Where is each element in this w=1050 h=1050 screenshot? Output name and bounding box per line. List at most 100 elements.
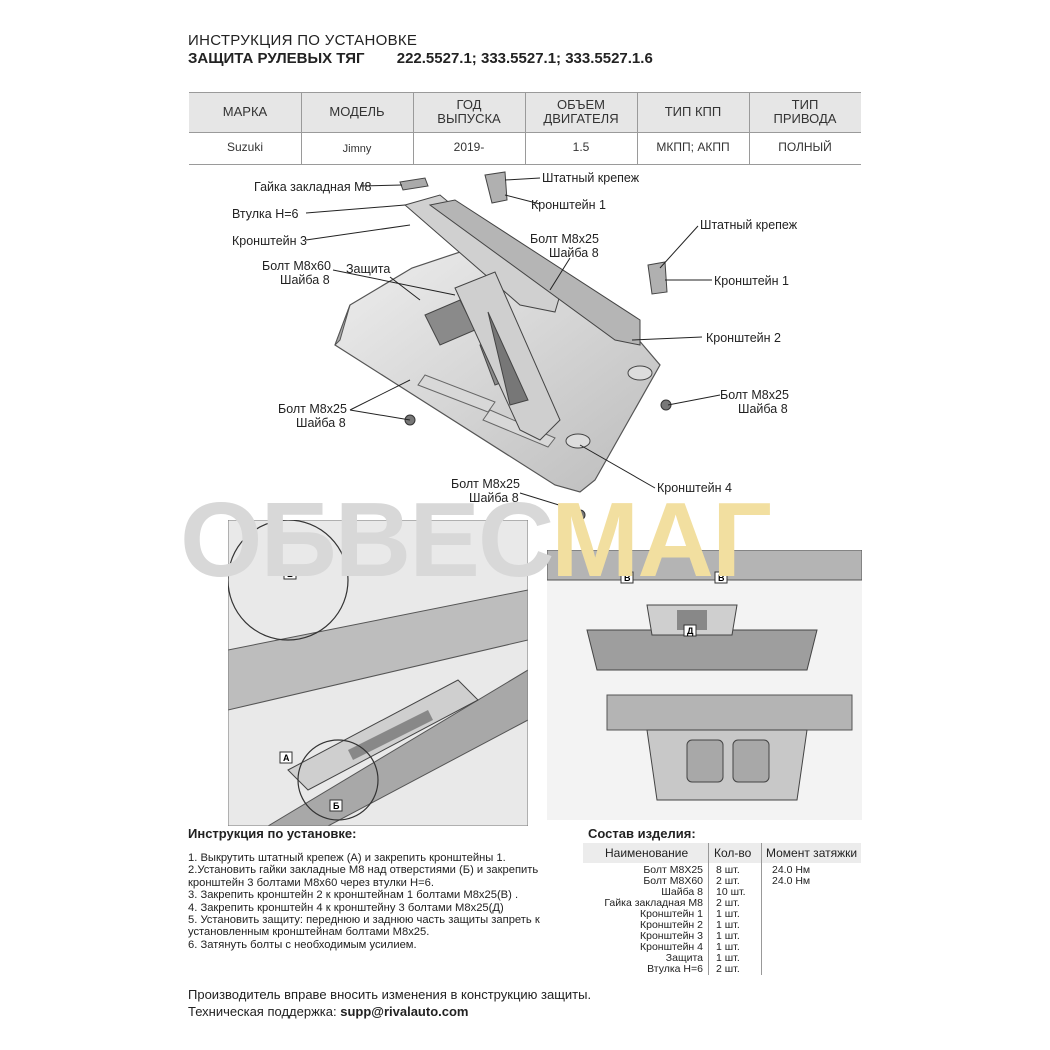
footer-support: Техническая поддержка: supp@rivalauto.co… [188,1004,468,1019]
spec-value-drive: ПОЛНЫЙ [778,140,832,154]
instructions-list: 1. Выкрутить штатный крепеж (А) и закреп… [188,852,568,951]
label-nut: Гайка закладная М8 [254,180,372,194]
composition-table: Наименование Кол-во Момент затяжки Болт … [583,843,863,975]
mark-b: Б [287,569,294,579]
label-std-fastener: Штатный крепеж [700,218,798,232]
product-codes: 222.5527.1; 333.5527.1; 333.5527.1.6 [396,50,653,67]
composition-item-qty: 1 шт. [716,952,740,964]
spec-value-model: Jimny [342,143,372,155]
label-bracket-4: Кронштейн 4 [657,481,732,495]
composition-item-qty: 8 шт. [716,864,740,876]
instruction-step: 2.Установить гайки закладные М8 над отве… [188,864,539,877]
install-photo-right: В В Д [547,550,862,820]
label-washer-8: Шайба 8 [738,402,788,416]
composition-item-qty: 2 шт. [716,963,740,975]
label-guard: Защита [346,262,391,276]
doc-title: ЗАЩИТА РУЛЕВЫХ ТЯГ 222.5527.1; 333.5527.… [188,50,681,67]
zoom-circle [297,739,379,821]
instruction-step: 6. Затянуть болты с необходимым усилием. [188,938,417,951]
bracket-1-top [484,171,508,204]
composition-header-qty: Кол-во [714,846,752,860]
instructions-title: Инструкция по установке: [188,826,357,841]
label-bolt-m8x25: Болт М8х25 [530,232,599,246]
composition-item-name: Шайба 8 [661,886,703,898]
spec-header-model: МОДЕЛЬ [329,104,385,119]
product-title: ЗАЩИТА РУЛЕВЫХ ТЯГ [188,50,365,67]
spec-header-year: ГОД ВЫПУСКА [437,97,501,126]
label-washer-8: Шайба 8 [280,273,330,287]
spec-header-drive: ТИП ПРИВОДА [773,97,837,126]
composition-item-qty: 1 шт. [716,941,740,953]
instruction-step: 5. Установить защиту: переднюю и заднюю … [188,914,540,927]
installed-guard [646,729,808,801]
instruction-step: 4. Закрепить кронштейн 4 к кронштейну 3 … [188,901,504,914]
spec-value-year: 2019- [453,140,485,154]
instruction-step: кронштейн 3 болтами М8х60 через втулки Н… [188,876,434,889]
spec-header-gearbox: ТИП КПП [664,104,722,119]
composition-item-name: Кронштейн 1 [640,908,703,920]
guard-hole [565,433,591,449]
composition-item-name: Болт М8Х25 [643,864,703,876]
composition-item-qty: 2 шт. [716,875,740,887]
composition-item-name: Кронштейн 4 [640,941,703,953]
support-label: Техническая поддержка: [188,1004,337,1019]
label-washer-8: Шайба 8 [296,416,346,430]
spec-header-brand: МАРКА [222,104,268,119]
composition-item-torque: 24.0 Нм [772,864,811,876]
loose-bolt [660,399,672,411]
mark-v: В [624,573,631,583]
footer-note: Производитель вправе вносить изменения в… [188,987,592,1002]
label-bolt-m8x25: Болт М8х25 [278,402,347,416]
composition-header-torque: Момент затяжки [766,846,858,860]
label-bushing: Втулка Н=6 [232,207,299,221]
label-bracket-1: Кронштейн 1 [531,198,606,212]
zoom-circle [228,520,349,641]
composition-header-bg [583,843,861,863]
label-bolt-m8x25: Болт М8х25 [451,477,520,491]
watermark-part1: ОБВЕС [180,481,553,599]
label-washer-8: Шайба 8 [549,246,599,260]
label-bolt-m8x25: Болт М8х25 [720,388,789,402]
instruction-step: установленным кронштейнам болтами М8х25. [188,926,430,939]
label-std-fastener: Штатный крепеж [542,171,640,185]
spec-value-gearbox: МКПП; АКПП [656,140,730,154]
spec-table: МАРКА МОДЕЛЬ ГОД ВЫПУСКА ОБЪЕМ ДВИГАТЕЛЯ… [189,92,861,165]
composition-item-qty: 1 шт. [716,908,740,920]
exploded-diagram [305,171,721,521]
watermark-part2: МАГ [551,481,772,599]
composition-item-qty: 10 шт. [716,886,746,898]
label-bracket-1: Кронштейн 1 [714,274,789,288]
loose-bolt [574,509,586,521]
support-email[interactable]: supp@rivalauto.com [340,1004,469,1019]
composition-item-qty: 2 шт. [716,897,740,909]
composition-item-name: Кронштейн 2 [640,919,703,931]
watermark: ОБВЕСМАГ [180,480,772,601]
label-bracket-2: Кронштейн 2 [706,331,781,345]
mark-b: Б [333,801,340,811]
composition-item-name: Гайка закладная М8 [604,897,703,909]
nut-part [399,177,429,191]
label-bolt-m8x60: Болт М8х60 [262,259,331,273]
instruction-step: 3. Закрепить кронштейн 2 к кронштейнам 1… [188,889,519,902]
composition-item-qty: 1 шт. [716,930,740,942]
composition-item-qty: 1 шт. [716,919,740,931]
composition-title: Состав изделия: [588,826,696,841]
composition-item-name: Болт М8Х60 [643,875,703,887]
composition-item-name: Кронштейн 3 [640,930,703,942]
bracket-2 [428,199,641,346]
composition-item-torque: 24.0 Нм [772,875,811,887]
composition-header-name: Наименование [605,846,689,860]
doc-header-line: ИНСТРУКЦИЯ ПО УСТАНОВКЕ [188,32,418,49]
mark-a: А [283,753,290,763]
spec-value-brand: Suzuki [226,140,264,154]
mark-v: В [718,573,725,583]
bracket-1-right [647,261,668,295]
instruction-step: 1. Выкрутить штатный крепеж (А) и закреп… [188,852,506,864]
spec-header-engine: ОБЪЕМ ДВИГАТЕЛЯ [543,97,619,126]
install-photo-left: Б А Б [228,520,528,826]
composition-item-name: Защита [665,952,703,964]
guard-hole [627,365,653,381]
label-washer-8: Шайба 8 [469,491,519,505]
composition-item-name: Втулка Н=6 [647,963,703,975]
mark-d: Д [687,626,694,636]
